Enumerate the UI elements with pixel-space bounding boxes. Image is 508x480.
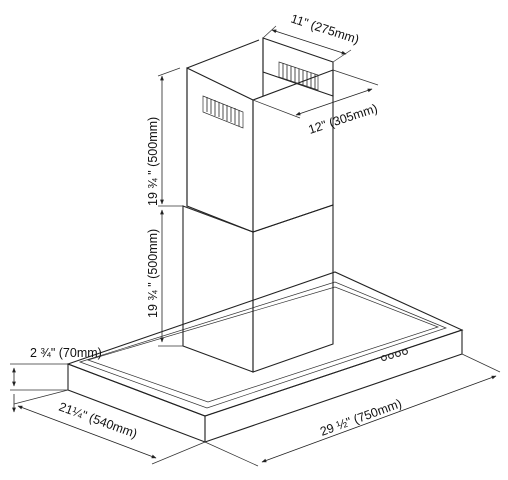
dimension-upper-chimney-height bbox=[157, 67, 181, 205]
control-button-4[interactable] bbox=[402, 349, 408, 355]
label-top-width: 12" (305mm) bbox=[307, 101, 380, 137]
label-hood-thickness: 2 ¾" (70mm) bbox=[30, 346, 102, 360]
dimension-lower-chimney-height bbox=[158, 205, 183, 347]
label-upper-chimney-height: 19 ¾ " (500mm) bbox=[146, 117, 160, 206]
label-top-depth: 11" (275mm) bbox=[289, 12, 361, 47]
control-panel bbox=[381, 349, 408, 361]
control-button-2[interactable] bbox=[388, 353, 394, 359]
control-button-3[interactable] bbox=[395, 351, 401, 357]
dimension-top-depth bbox=[262, 25, 352, 63]
dimension-top-width bbox=[252, 69, 379, 119]
dimension-hood-depth bbox=[13, 389, 206, 465]
label-lower-chimney-height: 19 ¾ " (500mm) bbox=[146, 229, 160, 318]
vent-back-plate bbox=[278, 61, 319, 91]
vent-left-face bbox=[202, 95, 244, 129]
label-hood-depth: 21¼" (540mm) bbox=[57, 400, 139, 441]
label-hood-width: 29 ½" (750mm) bbox=[318, 396, 403, 438]
dimension-hood-width bbox=[204, 353, 501, 467]
hood-canopy bbox=[66, 271, 464, 443]
dimension-hood-thickness bbox=[10, 363, 68, 413]
control-button-1[interactable] bbox=[381, 355, 387, 361]
